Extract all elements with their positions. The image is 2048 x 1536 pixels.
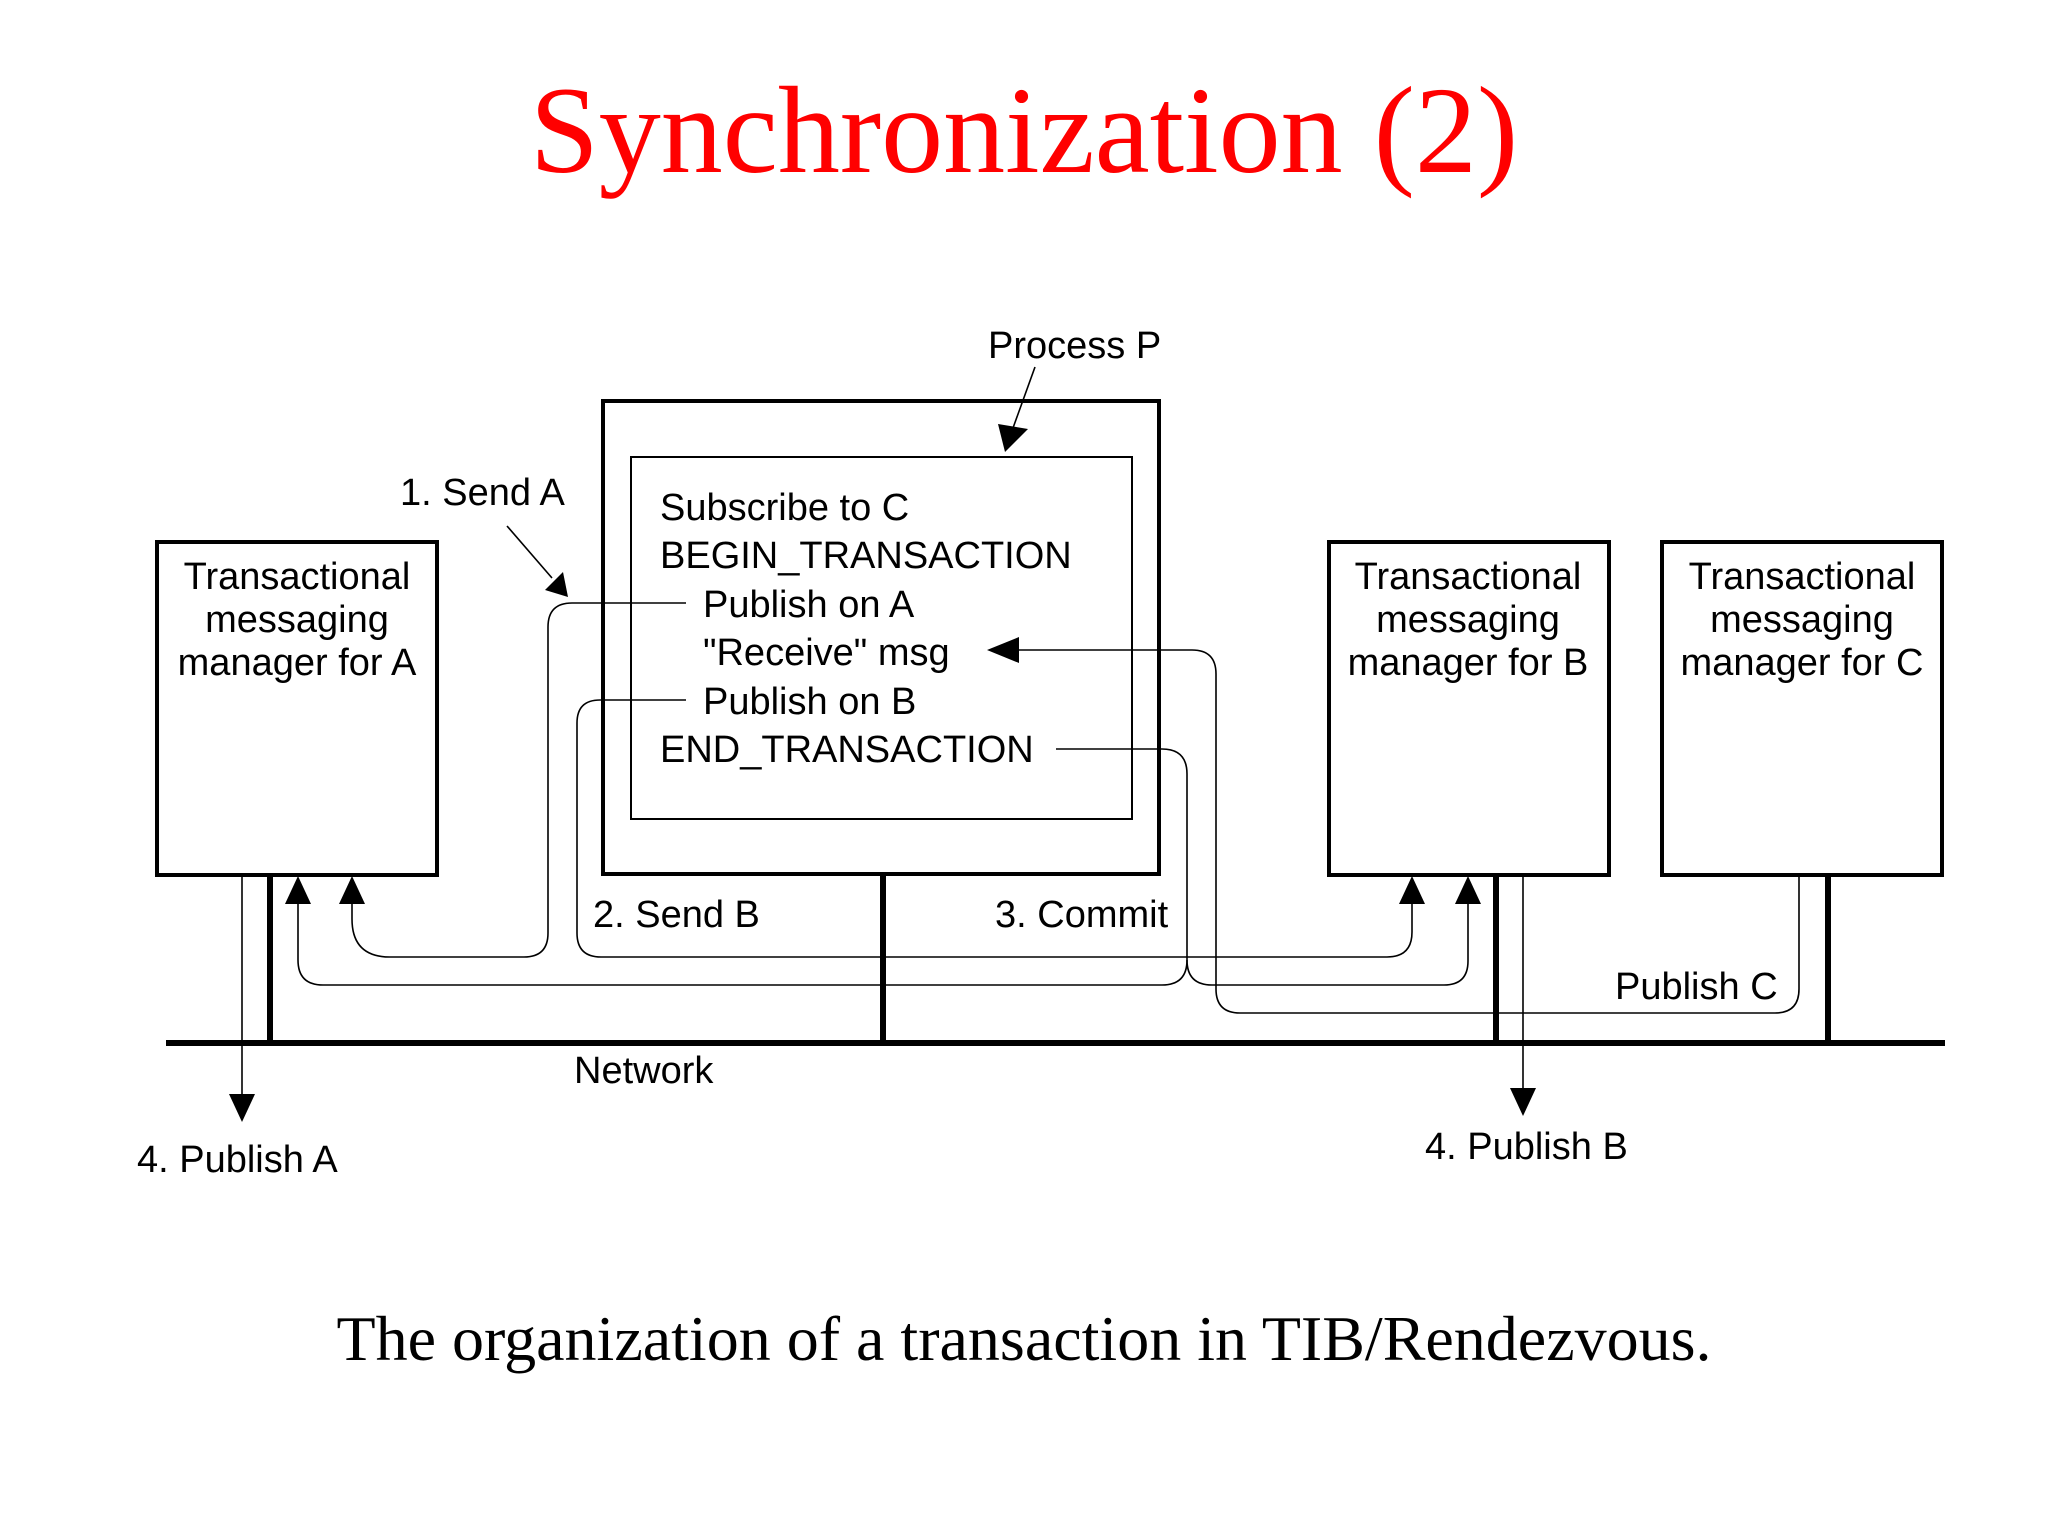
label-publish-c: Publish C	[1615, 966, 1778, 1008]
manager-c-box	[1660, 540, 1944, 877]
slide-title: Synchronization (2)	[530, 62, 1518, 199]
manager-c-line-3: manager for C	[1681, 642, 1924, 684]
publish-c-arrowhead	[987, 637, 1019, 663]
process-line-publish-b: Publish on B	[703, 681, 916, 723]
label-send-b: 2. Send B	[593, 894, 760, 936]
send-a-pointer	[506, 525, 553, 579]
manager-b-line-1: Transactional	[1355, 556, 1582, 598]
send-a-pointer-head	[545, 572, 568, 597]
publish-c-route	[1016, 649, 1800, 1014]
manager-c-line-2: messaging	[1710, 599, 1894, 641]
commit-route-b	[1186, 904, 1469, 986]
send-b-route	[576, 699, 1413, 958]
label-send-a: 1. Send A	[400, 472, 565, 514]
publish-a-arrowhead	[229, 1094, 255, 1122]
process-line-begin-transaction: BEGIN_TRANSACTION	[660, 535, 1072, 577]
send-a-arrowhead	[339, 876, 365, 904]
manager-a-box	[155, 540, 439, 877]
manager-b-box	[1327, 540, 1611, 877]
process-p-pointer-head	[998, 424, 1028, 452]
commit-route	[297, 748, 1188, 986]
process-line-end-transaction: END_TRANSACTION	[660, 729, 1034, 771]
send-a-route	[351, 602, 686, 958]
process-line-publish-a: Publish on A	[703, 584, 915, 626]
label-network: Network	[574, 1050, 714, 1092]
process-p-inner-box	[630, 456, 1133, 820]
publish-b-arrowhead	[1510, 1088, 1536, 1116]
manager-b-line-2: messaging	[1376, 599, 1560, 641]
process-p-box	[601, 399, 1161, 876]
manager-a-line-3: manager for A	[178, 642, 417, 684]
process-p-pointer	[1012, 366, 1036, 429]
manager-c-line-1: Transactional	[1689, 556, 1916, 598]
manager-a-line-2: messaging	[205, 599, 389, 641]
manager-a-line-1: Transactional	[184, 556, 411, 598]
commit-arrowhead-a	[285, 876, 311, 904]
process-line-receive-msg: "Receive" msg	[703, 632, 950, 674]
send-b-arrowhead	[1399, 876, 1425, 904]
label-commit: 3. Commit	[995, 894, 1169, 936]
slide-caption: The organization of a transaction in TIB…	[336, 1303, 1711, 1374]
process-line-subscribe: Subscribe to C	[660, 487, 909, 529]
manager-b-line-3: manager for B	[1348, 642, 1589, 684]
process-p-label: Process P	[988, 325, 1161, 367]
label-publish-a: 4. Publish A	[137, 1139, 338, 1181]
commit-arrowhead-b	[1455, 876, 1481, 904]
label-publish-b: 4. Publish B	[1425, 1126, 1628, 1168]
